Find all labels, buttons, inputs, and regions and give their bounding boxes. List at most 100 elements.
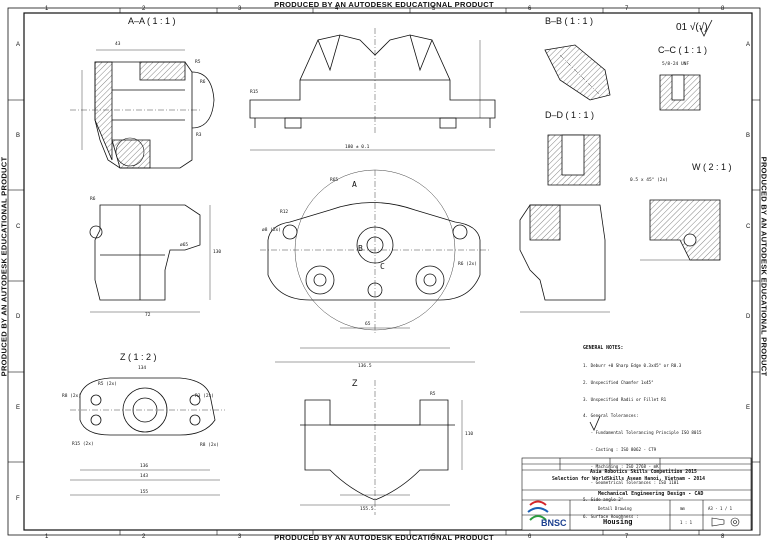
zone-ticks [8,8,760,535]
zone-col-7: 7 [625,6,629,12]
zone-col-3-bottom: 3 [238,534,242,540]
dim-label: R12 [280,210,289,215]
dim-label: 134 [138,366,147,371]
zone-col-5-bottom: 5 [432,534,436,540]
section-cc-drawing [659,74,701,111]
dim-label: R6 [90,197,96,202]
label-z-arrow: Z [352,378,358,388]
note-line: 6. Surface Roughness : [583,514,639,519]
dim-label: R5 (2x) [98,382,117,387]
roughness-symbol [589,19,713,431]
dim-label: R6 (2x) [458,262,477,267]
zone-row-a-right: A [746,42,751,48]
dim-label: R8 (2x) [200,443,219,448]
dim-label: 136.5 [358,364,372,369]
edu-banner-bottom: PRODUCED BY AN AUTODESK EDUCATIONAL PROD… [274,533,494,542]
edu-banner-top: PRODUCED BY AN AUTODESK EDUCATIONAL PROD… [274,0,494,9]
title-selection: Selection for WorldSkills Asean Hanoi, V… [552,477,706,482]
zone-col-4: 4 [335,6,339,12]
dim-label: R15 [250,90,259,95]
drawing-type: Detail Drawing [598,506,632,511]
dim-label: R3 (2x) [195,394,214,399]
outer-border [7,7,761,536]
bnsc-logo-mark [527,500,549,521]
section-dd-drawing [547,134,601,186]
dim-label: 143 [140,474,149,479]
note-line: 5. Side angle 2° [583,497,624,503]
drawing-scale: 1 : 1 [680,520,693,525]
bnsc-logo: BNSC [541,518,567,528]
note-line: 1. Deburr +0 Sharp Edge 0.3x45° or R0.3 [583,362,682,368]
dim-label: R5 [430,392,436,397]
note-line: - Machining : ISO 2768 - mK [583,463,659,469]
dim-label: R65 [330,178,339,183]
dim-label: ø65 [180,243,189,248]
zone-row-e-right: E [746,405,751,411]
zone-col-7-bottom: 7 [625,534,629,540]
zone-row-d-right: D [746,314,751,320]
general-notes: GENERAL NOTES: 1. Deburr +0 Sharp Edge 0… [583,335,702,531]
section-marker-c: C [380,262,385,271]
sheet-number: A3 - 1 / 1 [708,506,733,511]
zone-row-b-right: B [746,133,751,139]
dim-label: 130 [213,250,222,255]
note-line: 2. Unspecified Chamfer 1x45° [583,379,654,385]
title-discipline: Mechanical Engineering Design - CAD [598,491,704,497]
zone-row-c: C [16,224,21,230]
zone-row-d: D [16,314,21,320]
section-marker-a: A [352,180,357,189]
section-bb-drawing [544,44,611,101]
dim-label: 43 [115,42,121,47]
bottom-view-center [300,380,463,515]
dim-label: 136 [140,464,149,469]
projection-symbol [711,517,740,527]
label-section-dd: D–D ( 1 : 1 ) [545,110,595,120]
zone-row-e: E [16,405,21,411]
note-line: - Geometrical Tolerances : ISO 1101 [583,480,679,486]
side-view-left [89,204,211,313]
dim-label: R15 (2x) [72,442,94,447]
dim-label: 180 ± 0.1 [345,145,370,150]
zone-col-2-bottom: 2 [142,534,146,540]
side-view-right [519,204,610,313]
notes-heading: GENERAL NOTES: [583,346,624,352]
dim-label: 72 [145,313,151,318]
dim-label: R8 (2x) [62,394,81,399]
dim-label: 155 [140,490,149,495]
note-line: - Casting : ISO 8062 - CT9 [583,446,657,452]
note-line: 3. Unspecified Radii or Fillet R1 [583,396,667,402]
detail-w-drawing [640,199,721,261]
dim-label: R5 [195,60,201,65]
section-marker-b: B [358,244,363,253]
top-view-center [260,169,490,363]
units: mm [680,506,685,511]
label-surface-mark: 01 √(√) [676,22,708,33]
zone-col-6: 6 [528,6,532,12]
zone-row-a: A [16,42,21,48]
zone-row-c-right: C [746,224,751,230]
zone-col-8-bottom: 8 [721,534,725,540]
inner-border [23,12,753,531]
zone-row-f: F [16,496,20,502]
note-line: - Fundamental Tolerancing Principle ISO … [583,430,702,436]
zone-col-1: 1 [45,6,49,12]
dim-label: 5/8-24 UNF [662,62,690,67]
label-view-z: Z ( 1 : 2 ) [120,352,157,362]
label-detail-w: W ( 2 : 1 ) [692,162,732,172]
zone-col-8: 8 [721,6,725,12]
label-section-aa: A–A ( 1 : 1 ) [128,16,176,26]
label-section-cc: C–C ( 1 : 1 ) [658,45,708,55]
front-view-top [249,28,496,151]
view-z-drawing [70,377,225,496]
zone-col-6-bottom: 6 [528,534,532,540]
note-line: 4. General Tolerances: [583,413,639,419]
project-name: Housing [603,518,633,526]
zone-col-5: 5 [432,6,436,12]
title-competition: Asia Robotics Skills Competition 2015 [590,470,697,475]
dim-label: 110 [465,432,474,437]
dim-label: ø8 (2x) [262,228,281,233]
zone-col-3: 3 [238,6,242,12]
section-aa-drawing [70,49,215,169]
